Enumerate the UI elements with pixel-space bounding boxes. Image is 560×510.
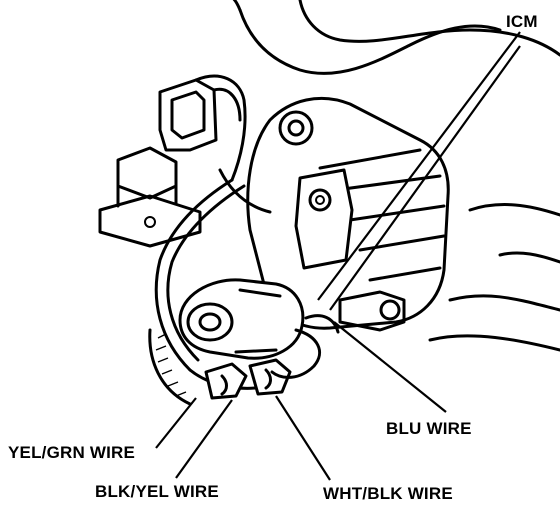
yel-grn-wire-label: YEL/GRN WIRE (8, 443, 135, 462)
blu-wire-label: BLU WIRE (386, 419, 472, 438)
connector-bracket (98, 74, 247, 248)
icm-leader (317, 31, 521, 301)
shaft-assembly (178, 278, 305, 360)
wht-blk-wire-label: WHT/BLK WIRE (323, 484, 453, 503)
blk-yel-wire-label: BLK/YEL WIRE (95, 482, 219, 501)
engine-casting (232, 0, 560, 352)
callout-leaders (155, 31, 521, 481)
yel-grn-wire-leader (155, 397, 197, 449)
icm-leader-2 (329, 45, 521, 311)
blu-wire-leader (333, 321, 447, 413)
wht-blk-wire-leader (275, 395, 331, 481)
icm-label: ICM (506, 12, 538, 31)
blk-yel-wire-leader (175, 399, 233, 479)
icm-module (294, 168, 406, 332)
terminal-clips (204, 314, 340, 400)
